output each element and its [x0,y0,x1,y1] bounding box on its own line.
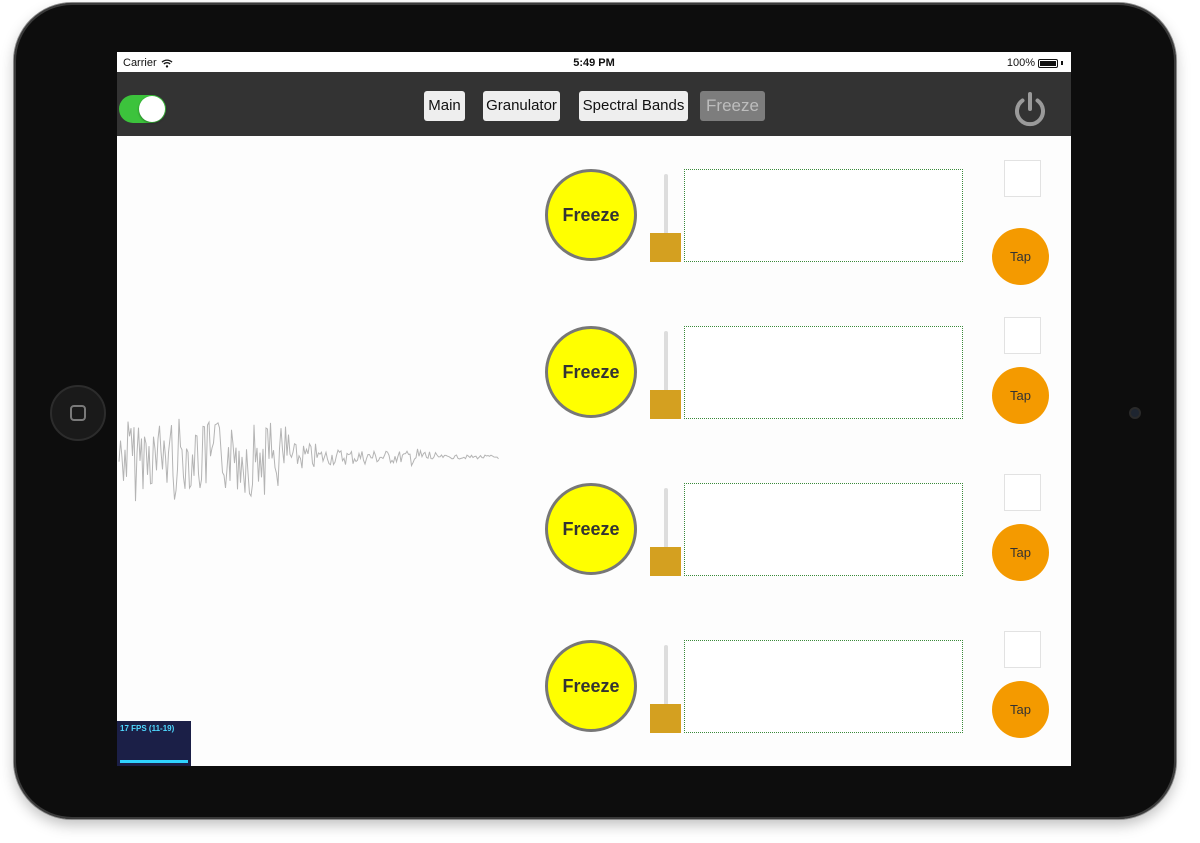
audio-waveform [118,418,499,502]
freeze-checkbox-1[interactable] [1004,160,1041,197]
battery-percent: 100% [1006,57,1035,69]
freeze-slider-thumb-3[interactable] [650,547,681,576]
freeze-checkbox-3[interactable] [1004,474,1041,511]
band-display-3 [684,483,963,576]
freeze-slider-track-4[interactable] [664,645,668,733]
battery-icon [1038,58,1058,68]
home-button[interactable] [50,385,106,441]
freeze-slider-track-3[interactable] [664,488,668,576]
tap-button-3[interactable]: Tap [992,524,1049,581]
freeze-checkbox-2[interactable] [1004,317,1041,354]
status-left: Carrier [123,57,173,69]
camera-icon [1129,407,1141,419]
tap-button-1[interactable]: Tap [992,228,1049,285]
tab-freeze[interactable]: Freeze [700,91,765,121]
carrier-label: Carrier [123,57,157,69]
fps-overlay: 17 FPS (11-19) [117,721,191,766]
battery-tip [1061,61,1063,65]
band-display-4 [684,640,963,733]
tap-button-2[interactable]: Tap [992,367,1049,424]
toolbar: Main Granulator Spectral Bands Freeze [117,72,1071,136]
band-display-2 [684,326,963,419]
tab-granulator[interactable]: Granulator [483,91,560,121]
power-icon[interactable] [1010,90,1050,130]
status-right: 100% [1007,57,1063,69]
tab-spectral-bands[interactable]: Spectral Bands [579,91,688,121]
freeze-button-3[interactable]: Freeze [545,483,637,575]
freeze-button-1[interactable]: Freeze [545,169,637,261]
freeze-slider-thumb-4[interactable] [650,704,681,733]
home-square-icon [70,405,86,421]
status-bar: Carrier 5:49 PM 100% [117,52,1071,72]
status-time: 5:49 PM [573,57,615,69]
fps-label: 17 FPS (11-19) [120,724,175,733]
freeze-slider-thumb-2[interactable] [650,390,681,419]
toggle-knob [139,96,165,122]
fps-graph-bar [120,760,188,763]
tap-button-4[interactable]: Tap [992,681,1049,738]
freeze-slider-track-1[interactable] [664,174,668,262]
audio-toggle-switch[interactable] [119,95,166,123]
wifi-icon [161,58,173,68]
freeze-checkbox-4[interactable] [1004,631,1041,668]
freeze-slider-track-2[interactable] [664,331,668,419]
tab-main[interactable]: Main [424,91,465,121]
app-screen: Carrier 5:49 PM 100% Main Granulator Spe… [117,52,1071,766]
freeze-slider-thumb-1[interactable] [650,233,681,262]
freeze-button-4[interactable]: Freeze [545,640,637,732]
band-display-1 [684,169,963,262]
freeze-button-2[interactable]: Freeze [545,326,637,418]
